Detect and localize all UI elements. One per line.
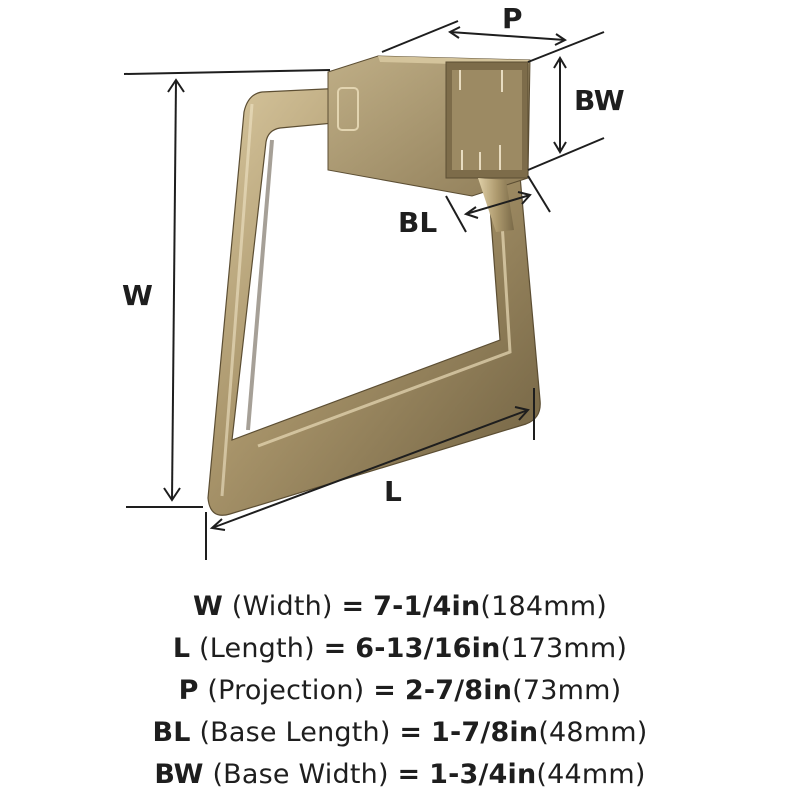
towel-ring xyxy=(207,87,541,516)
spec-length: L (Length) = 6-13/16in(173mm) xyxy=(0,628,800,670)
label-bl: BL xyxy=(398,206,437,239)
towel-ring-diagram: P BW BL W L xyxy=(122,2,625,560)
spec-metric: (173mm) xyxy=(500,633,628,664)
spec-name: (Width) xyxy=(231,591,333,622)
spec-abbr: BL xyxy=(152,717,191,748)
spec-imperial: 2-7/8in xyxy=(404,675,513,706)
spec-base-length: BL (Base Length) = 1-7/8in(48mm) xyxy=(0,712,800,754)
spec-metric: (73mm) xyxy=(512,675,622,706)
spec-name: (Projection) xyxy=(207,675,365,706)
spec-abbr: BW xyxy=(154,759,204,790)
label-w: W xyxy=(122,279,153,312)
spec-imperial: 1-3/4in xyxy=(429,759,537,790)
spec-imperial: 7-1/4in xyxy=(373,591,481,622)
spec-abbr: L xyxy=(172,633,191,664)
spec-eq: = xyxy=(399,717,423,748)
spec-eq: = xyxy=(341,591,365,622)
mounting-base xyxy=(327,55,531,232)
spec-eq: = xyxy=(397,759,421,790)
dimension-lines xyxy=(123,20,605,560)
spec-imperial: 1-7/8in xyxy=(431,717,539,748)
spec-name: (Base Length) xyxy=(199,717,391,748)
spec-metric: (184mm) xyxy=(480,591,608,622)
dimension-specs: W (Width) = 7-1/4in(184mm) L (Length) = … xyxy=(0,586,800,796)
spec-imperial: 6-13/16in xyxy=(355,633,501,664)
spec-name: (Length) xyxy=(199,633,315,664)
spec-name: (Base Width) xyxy=(212,759,389,790)
label-bw: BW xyxy=(574,84,625,117)
spec-eq: = xyxy=(373,675,397,706)
spec-projection: P (Projection) = 2-7/8in(73mm) xyxy=(0,670,800,712)
label-l: L xyxy=(384,475,402,508)
spec-metric: (44mm) xyxy=(536,759,646,790)
spec-width: W (Width) = 7-1/4in(184mm) xyxy=(0,586,800,628)
label-p: P xyxy=(502,2,523,35)
spec-eq: = xyxy=(323,633,347,664)
spec-metric: (48mm) xyxy=(538,717,648,748)
spec-abbr: W xyxy=(192,591,223,622)
spec-abbr: P xyxy=(178,675,199,706)
spec-base-width: BW (Base Width) = 1-3/4in(44mm) xyxy=(0,754,800,796)
